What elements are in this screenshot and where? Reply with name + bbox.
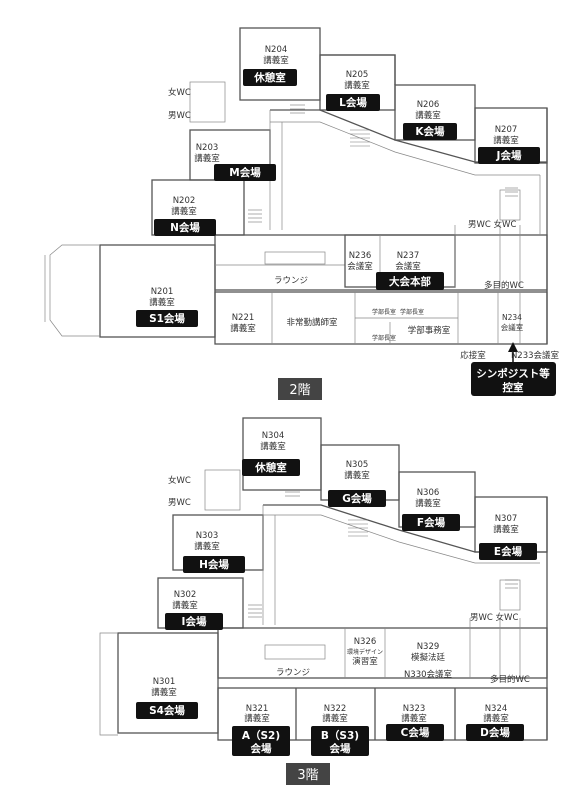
badge-kyukei-3f: 休憩室	[242, 459, 300, 476]
room-n330: N330会議室	[404, 669, 453, 680]
svg-text:M会場: M会場	[229, 166, 261, 179]
svg-text:休憩室: 休憩室	[253, 71, 286, 84]
svg-text:S1会場: S1会場	[149, 312, 185, 325]
room-ousetsu: 応接室	[460, 350, 486, 361]
lounge-2f: ラウンジ	[274, 276, 308, 286]
badge-b: B（S3)会場	[311, 726, 369, 756]
badge-c: C会場	[386, 724, 444, 741]
badge-i: I会場	[165, 613, 223, 630]
badge-n: N会場	[154, 219, 216, 236]
lounge-3f: ラウンジ	[276, 668, 310, 678]
label-gakubucho-1: 学部長室	[372, 308, 396, 316]
svg-text:D会場: D会場	[480, 726, 510, 739]
svg-text:C会場: C会場	[401, 726, 430, 739]
badge-a: A（S2)会場	[232, 726, 290, 756]
svg-text:I会場: I会場	[182, 615, 207, 628]
svg-text:S4会場: S4会場	[149, 704, 185, 717]
floor-label-2f: 2階	[278, 378, 322, 400]
badge-s4: S4会場	[136, 702, 198, 719]
svg-text:L会場: L会場	[339, 96, 367, 109]
arrow-up-icon	[508, 342, 518, 352]
badge-s1: S1会場	[136, 310, 198, 327]
wc-pair-3f: 男WC 女WC	[470, 612, 518, 623]
badge-k: K会場	[403, 123, 457, 140]
badge-g: G会場	[328, 490, 386, 507]
badge-h: H会場	[183, 556, 245, 573]
svg-text:H会場: H会場	[199, 558, 229, 571]
svg-text:休憩室: 休憩室	[254, 461, 287, 474]
room-hijokin: 非常勤講師室	[286, 317, 338, 328]
badge-j: J会場	[478, 147, 540, 164]
room-n233: N233会議室	[511, 350, 560, 361]
svg-text:A（S2)会場: A（S2)会場	[242, 729, 280, 755]
badge-symposium: シンポジスト等控室	[471, 362, 556, 396]
svg-text:J会場: J会場	[496, 149, 522, 162]
svg-text:G会場: G会場	[342, 492, 372, 505]
label-gakubucho-2: 学部長室	[400, 308, 424, 316]
wc-women-3f: 女WC	[168, 475, 191, 486]
svg-text:F会場: F会場	[417, 516, 446, 529]
badge-l: L会場	[326, 94, 380, 111]
wc-multi-3f: 多目的WC	[490, 674, 530, 685]
wc-pair-2f: 男WC 女WC	[468, 219, 516, 230]
wc-men-2f: 男WC	[168, 111, 191, 121]
badge-d: D会場	[466, 724, 524, 741]
room-gakubu: 学部事務室	[408, 325, 451, 336]
badge-e: E会場	[479, 543, 537, 560]
wc-multi-2f: 多目的WC	[484, 280, 524, 291]
svg-text:大会本部: 大会本部	[389, 275, 431, 288]
floor-label-3f: 3階	[286, 763, 330, 785]
svg-text:N会場: N会場	[170, 221, 200, 234]
svg-text:E会場: E会場	[494, 545, 523, 558]
svg-text:K会場: K会場	[415, 125, 445, 138]
badge-kyukei-2f: 休憩室	[243, 69, 297, 86]
badge-honbu: 大会本部	[376, 272, 444, 290]
wc-men-3f: 男WC	[168, 498, 191, 508]
badge-f: F会場	[402, 514, 460, 531]
svg-text:3階: 3階	[297, 768, 318, 783]
badge-m: M会場	[214, 164, 276, 181]
wc-women-2f: 女WC	[168, 87, 191, 98]
svg-text:B（S3)会場: B（S3)会場	[321, 729, 359, 755]
svg-text:2階: 2階	[289, 383, 310, 398]
label-gakubucho-3: 学部長室	[372, 334, 396, 342]
svg-text:シンポジスト等控室: シンポジスト等控室	[476, 367, 550, 394]
floor-3-walls	[99, 417, 548, 741]
